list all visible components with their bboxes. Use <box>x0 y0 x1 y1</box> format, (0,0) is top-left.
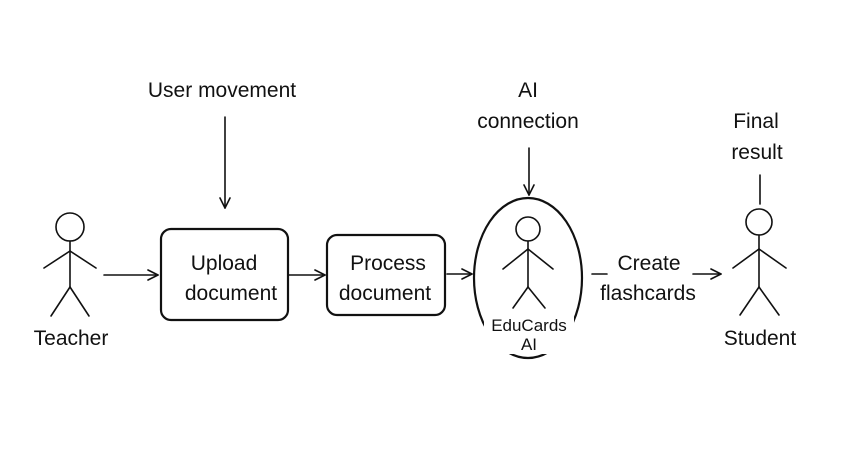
educards-ai-label-line1: EduCards <box>491 316 567 335</box>
teacher-label: Teacher <box>34 327 109 350</box>
educards-ai-label-line2: AI <box>521 335 537 354</box>
upload-document-label-line2: document <box>185 282 277 305</box>
process-document-box <box>325 233 447 317</box>
student-stick-figure-icon <box>732 208 787 316</box>
teacher-stick-figure-icon <box>43 212 97 317</box>
process-document-label-line2: document <box>339 282 431 305</box>
educards-ai-node: EduCards AI <box>472 196 584 360</box>
upload-document-box <box>159 227 290 322</box>
educards-ai-stick-figure-icon <box>502 216 554 309</box>
upload-document-step: Upload document <box>159 227 290 322</box>
ai-connection-label-line2: connection <box>477 110 579 133</box>
create-flashcards-label-line1: Create <box>617 252 680 275</box>
process-document-label-line1: Process <box>350 252 426 275</box>
user-movement-label: User movement <box>148 79 296 102</box>
student-actor: Student <box>724 208 797 350</box>
final-result-label-line2: result <box>731 141 783 164</box>
educards-ai-label-background <box>484 314 574 354</box>
process-document-step: Process document <box>325 233 447 317</box>
create-flashcards-label-line2: flashcards <box>600 282 696 305</box>
ai-connection-label-line1: AI <box>518 79 538 102</box>
student-label: Student <box>724 327 797 350</box>
upload-document-label-line1: Upload <box>191 252 258 275</box>
teacher-actor: Teacher <box>34 212 109 350</box>
final-result-label-line1: Final <box>733 110 779 133</box>
